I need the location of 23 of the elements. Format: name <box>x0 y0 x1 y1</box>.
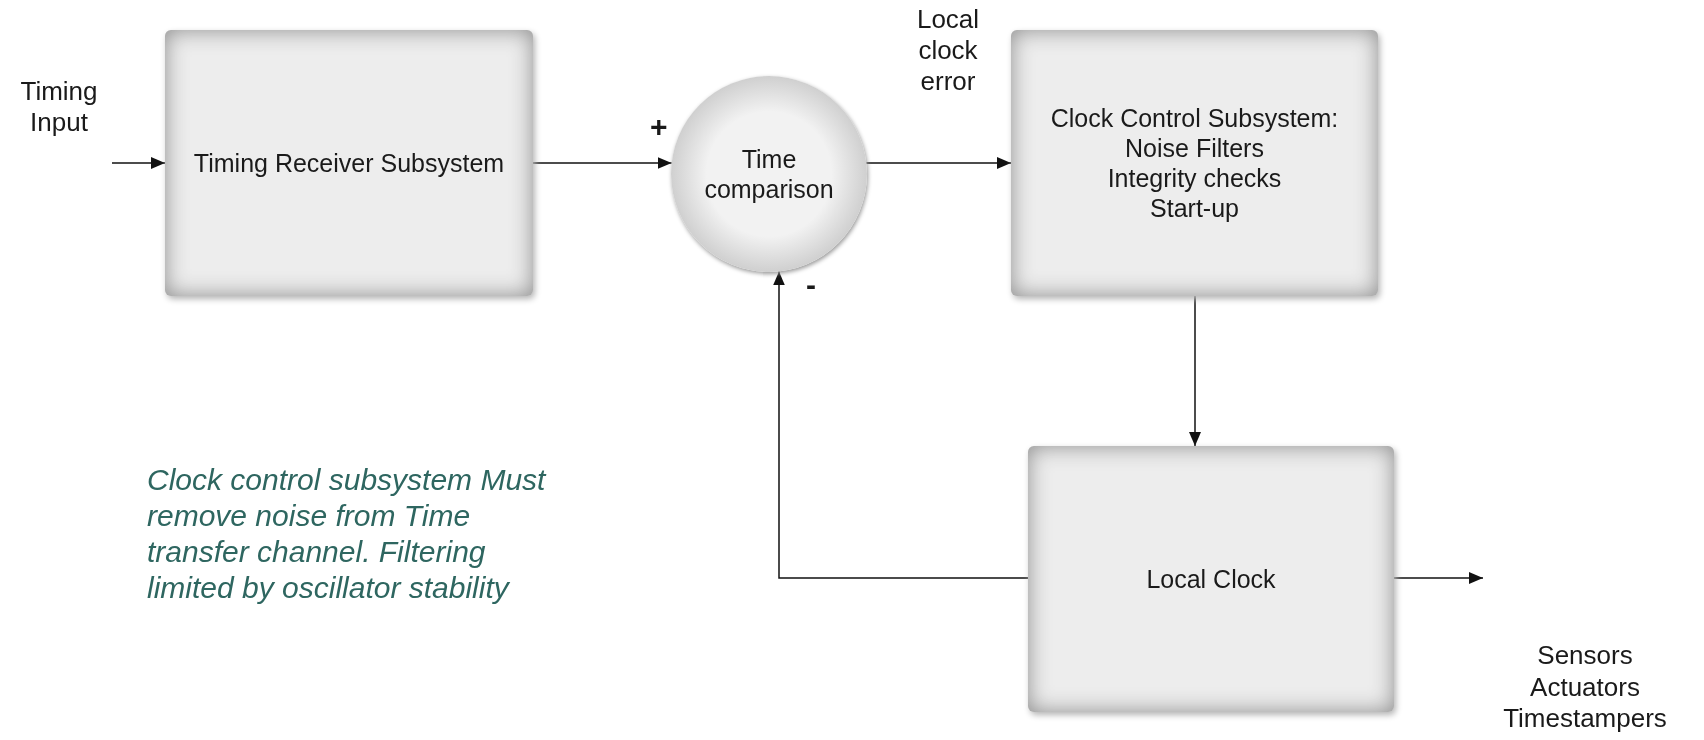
box-text: Noise Filters <box>1125 133 1264 163</box>
plus-sign: + <box>650 112 668 142</box>
note-text: Clock control subsystem Must remove noise from Time transfer channel. Filtering limited by oscillator stability <box>147 462 548 606</box>
box-text: Integrity checks <box>1107 163 1282 193</box>
box-text: Clock Control Subsystem: <box>1050 103 1339 133</box>
signal-label: Actuators <box>1530 671 1640 703</box>
arrow <box>865 157 1012 169</box>
process-box <box>165 30 533 296</box>
circle-text: Time comparison <box>703 144 835 204</box>
arrow <box>1189 295 1201 447</box>
minus-sign: - <box>806 270 816 300</box>
signal-label: Timestampers <box>1503 702 1667 734</box>
box-text: Start-up <box>1150 193 1239 223</box>
signal-label: Sensors <box>1537 640 1633 672</box>
process-box <box>1011 30 1378 296</box>
arrow <box>1393 572 1484 584</box>
signal-label: Timing Input <box>19 76 99 139</box>
box-text: Local Clock <box>1146 564 1276 594</box>
box-text: Timing Receiver Subsystem <box>193 148 505 178</box>
arrow <box>111 157 166 169</box>
process-box <box>1028 446 1394 712</box>
arrow <box>773 270 1029 579</box>
arrow <box>532 157 673 169</box>
